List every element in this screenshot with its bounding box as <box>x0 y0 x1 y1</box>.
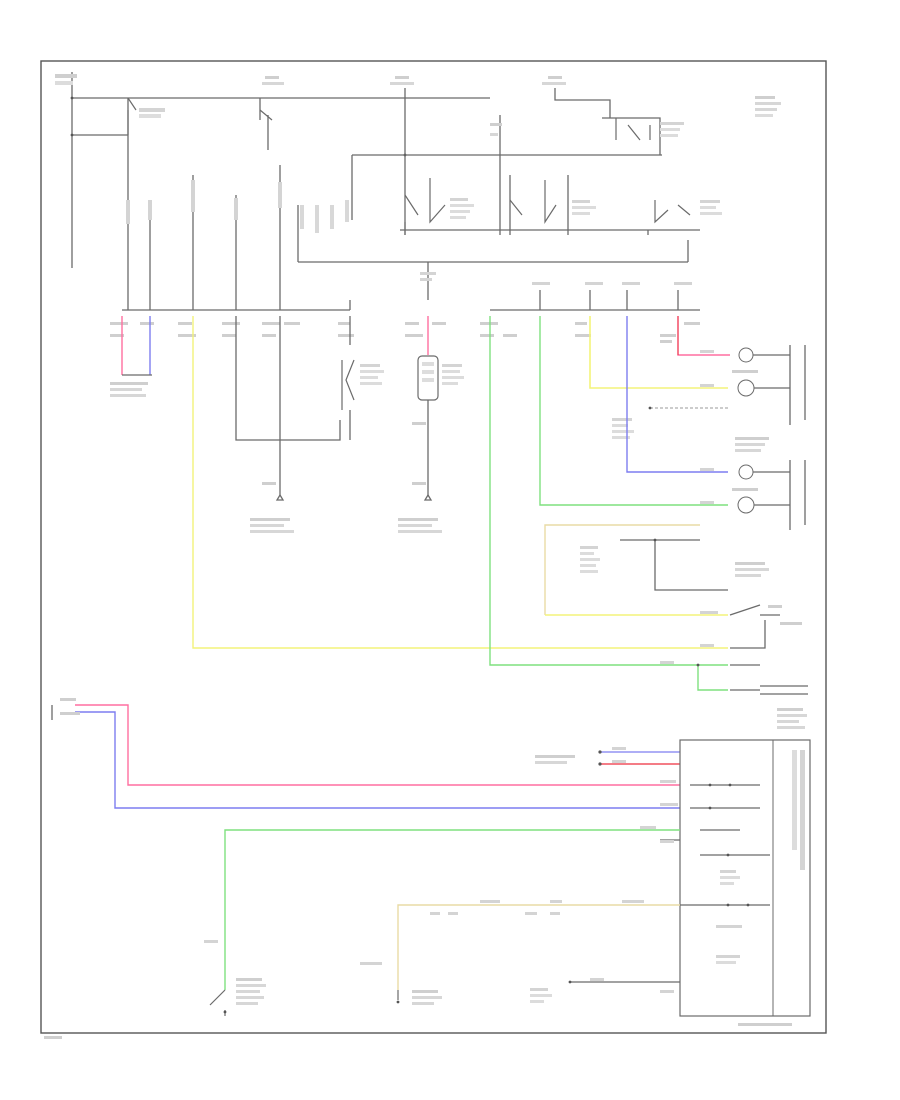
connector-row <box>110 272 700 343</box>
diagram-frame <box>40 60 827 1034</box>
middle-components <box>235 316 464 533</box>
left-connector <box>110 316 152 397</box>
long-signal-wires <box>192 316 808 695</box>
lower-section <box>44 698 811 1039</box>
right-lamp-circuits <box>539 316 806 615</box>
vertical-drop-wires <box>126 165 349 310</box>
top-power-section <box>55 72 781 300</box>
